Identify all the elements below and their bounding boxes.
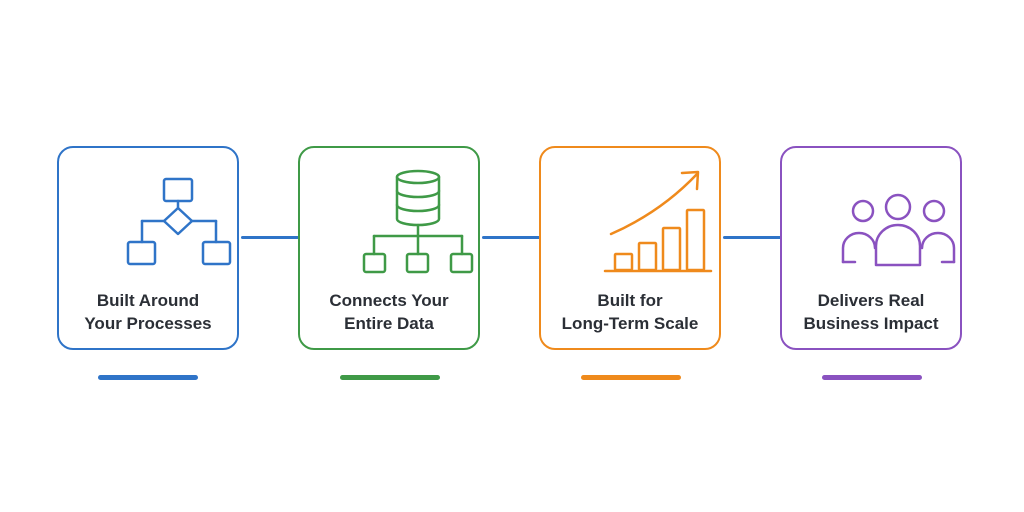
- database-network-icon: [362, 169, 474, 274]
- step-label-line-1: Connects Your: [329, 291, 449, 310]
- step-label-line-1: Built Around: [96, 291, 200, 310]
- connector-1-2: [241, 236, 299, 239]
- step-card-impact: Delivers Real Business Impact: [780, 146, 962, 350]
- step-underline-processes: [98, 375, 198, 380]
- connector-2-3: [482, 236, 541, 239]
- step-underline-data: [340, 375, 440, 380]
- step-underline-scale: [581, 375, 681, 380]
- connector-3-4: [723, 236, 782, 239]
- growth-chart-icon: [603, 170, 713, 273]
- step-label: Connects Your Entire Data: [300, 289, 478, 335]
- step-card-data: Connects Your Entire Data: [298, 146, 480, 350]
- step-label-line-1: Built for: [597, 291, 663, 310]
- step-label: Built for Long-Term Scale: [541, 289, 719, 335]
- step-label-line-2: Entire Data: [344, 314, 434, 333]
- step-label-line-2: Long-Term Scale: [561, 314, 699, 333]
- step-underline-impact: [822, 375, 922, 380]
- people-group-icon: [841, 193, 956, 267]
- step-label: Built Around Your Processes: [59, 289, 237, 335]
- step-label-line-1: Delivers Real: [817, 291, 925, 310]
- step-label: Delivers Real Business Impact: [782, 289, 960, 335]
- step-card-scale: Built for Long-Term Scale: [539, 146, 721, 350]
- step-label-line-2: Your Processes: [84, 314, 212, 333]
- flowchart-icon: [126, 177, 232, 266]
- step-label-line-2: Business Impact: [803, 314, 939, 333]
- step-card-processes: Built Around Your Processes: [57, 146, 239, 350]
